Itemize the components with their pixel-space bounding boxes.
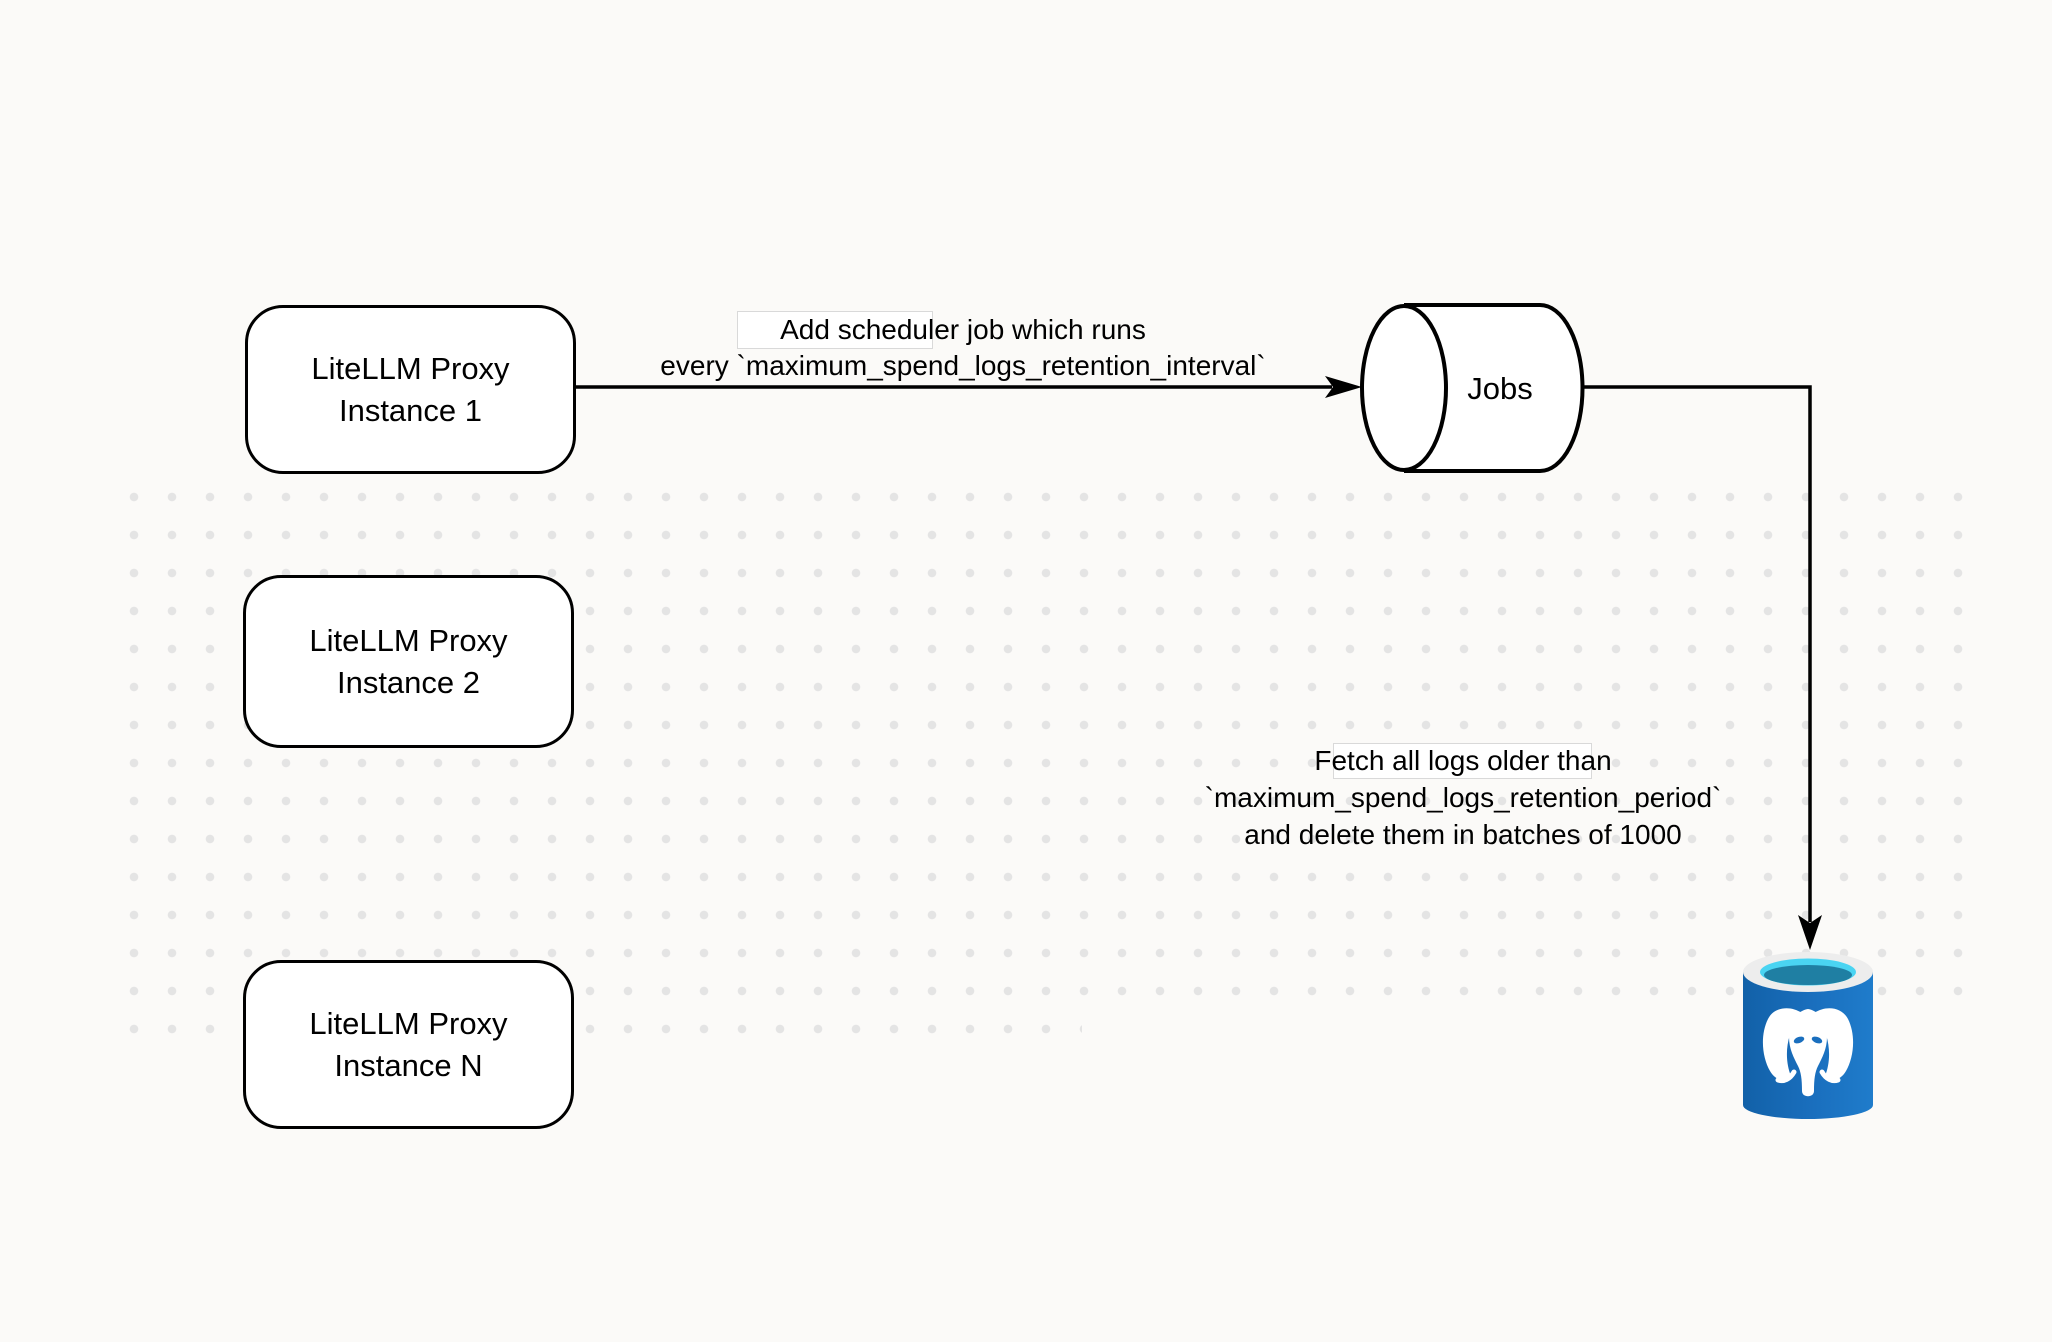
node-litellm-proxy-instance-1: LiteLLM Proxy Instance 1 xyxy=(245,305,576,474)
postgres-water-deep xyxy=(1764,965,1852,985)
edge-label-line: Fetch all logs older than xyxy=(1314,745,1612,776)
jobs-cylinder-face xyxy=(1360,304,1448,472)
node-label-line: LiteLLM Proxy xyxy=(311,350,510,386)
node-label-line: LiteLLM Proxy xyxy=(309,1005,508,1041)
node-litellm-proxy-instance-2: LiteLLM Proxy Instance 2 xyxy=(243,575,574,748)
node-label-line: LiteLLM Proxy xyxy=(309,622,508,658)
edge-label-line: every `maximum_spend_logs_retention_inte… xyxy=(660,350,1266,381)
postgres-cylinder-bottom xyxy=(1743,1091,1873,1119)
edge-label-background xyxy=(737,311,933,349)
edge-label-line: Add scheduler job which runs xyxy=(780,314,1146,345)
jobs-label: Jobs xyxy=(1467,371,1532,406)
node-label-line: Instance N xyxy=(334,1047,483,1083)
postgresql-database-icon xyxy=(1743,952,1873,1119)
edge-label-scheduler-job: Add scheduler job which runs every `maxi… xyxy=(583,312,1343,384)
edge-label-line: and delete them in batches of 1000 xyxy=(1244,819,1682,850)
node-litellm-proxy-instance-n: LiteLLM Proxy Instance N xyxy=(243,960,574,1129)
postgres-elephant-icon xyxy=(1762,1008,1854,1097)
node-label-line: Instance 1 xyxy=(338,392,483,428)
edge-label-fetch-delete-logs: Fetch all logs older than `maximum_spend… xyxy=(1143,742,1783,853)
node-label-line: Instance 2 xyxy=(336,664,481,700)
postgres-elephant-eyes xyxy=(1793,1036,1823,1044)
jobs-cylinder: Jobs xyxy=(1360,303,1585,473)
edge-label-line: `maximum_spend_logs_retention_period` xyxy=(1204,782,1722,813)
